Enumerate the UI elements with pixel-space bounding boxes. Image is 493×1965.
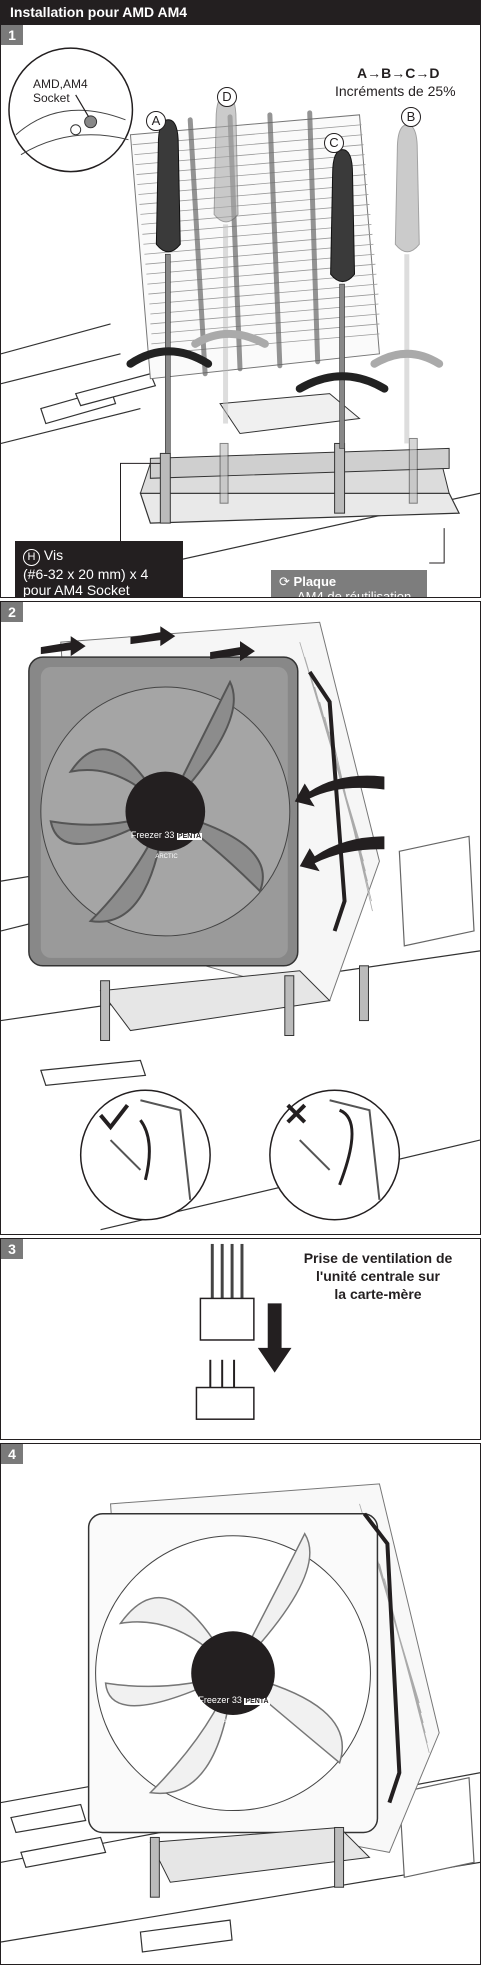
step-number: 4 [1, 1444, 23, 1464]
fan-brand-label: Freezer 33 PENTA ARCTIC [195, 1695, 273, 1727]
reuse-icon: ⟳ [279, 574, 290, 589]
step-number: 2 [1, 602, 23, 622]
plate-title: Plaque [293, 574, 337, 589]
screw-letter-h: H [23, 549, 40, 566]
screw-callout: H Vis (#6-32 x 20 mm) x 4 pour AM4 Socke… [15, 541, 183, 598]
fan-model: Freezer 33 [198, 1695, 242, 1705]
step-2-panel: 2 [0, 601, 481, 1235]
fan-badge: PENTA [176, 833, 203, 840]
fan-model: Freezer 33 [130, 830, 175, 840]
tightening-sequence: A→B→C→D [357, 65, 440, 81]
step-4-panel: 4 Freezer 33 PENTA ARCTIC [0, 1443, 481, 1965]
step-3-illustration [195, 1243, 292, 1420]
screwdriver-letter-a: A [146, 111, 166, 131]
screwdriver-letter-b: B [401, 107, 421, 127]
step-number: 3 [1, 1239, 23, 1259]
page-title: Installation pour AMD AM4 [0, 0, 481, 24]
fan-maker: ARCTIC [222, 1719, 246, 1725]
tightening-increments: Incréments de 25% [335, 83, 456, 99]
screw-spec: Vis (#6-32 x 20 mm) x 4 pour AM4 Socket [23, 547, 149, 598]
step-2-illustration [1, 621, 480, 1231]
step-number: 1 [1, 25, 23, 45]
check-icon [99, 1104, 130, 1131]
fan-badge: PENTA [244, 1698, 270, 1705]
backplate-callout: ⟳ Plaque AM4 de réutilisation [271, 570, 427, 598]
plate-subtitle: AM4 de réutilisation [297, 589, 412, 598]
fan-brand-label: Freezer 33 PENTA ARCTIC [129, 830, 204, 862]
cross-icon [286, 1103, 307, 1124]
screwdriver-letter-d: D [217, 87, 237, 107]
step-1-panel: 1 [0, 24, 481, 598]
fan-maker: ARCTIC [155, 854, 178, 860]
screwdriver-letter-c: C [324, 133, 344, 153]
step-1-illustration [1, 47, 480, 594]
socket-zoom-label: AMD,AM4 Socket [33, 77, 88, 105]
step-3-panel: 3 Prise de ventilation de l'unité centra… [0, 1238, 481, 1440]
step-4-illustration [1, 1483, 480, 1953]
fan-header-instruction: Prise de ventilation de l'unité centrale… [303, 1250, 453, 1302]
